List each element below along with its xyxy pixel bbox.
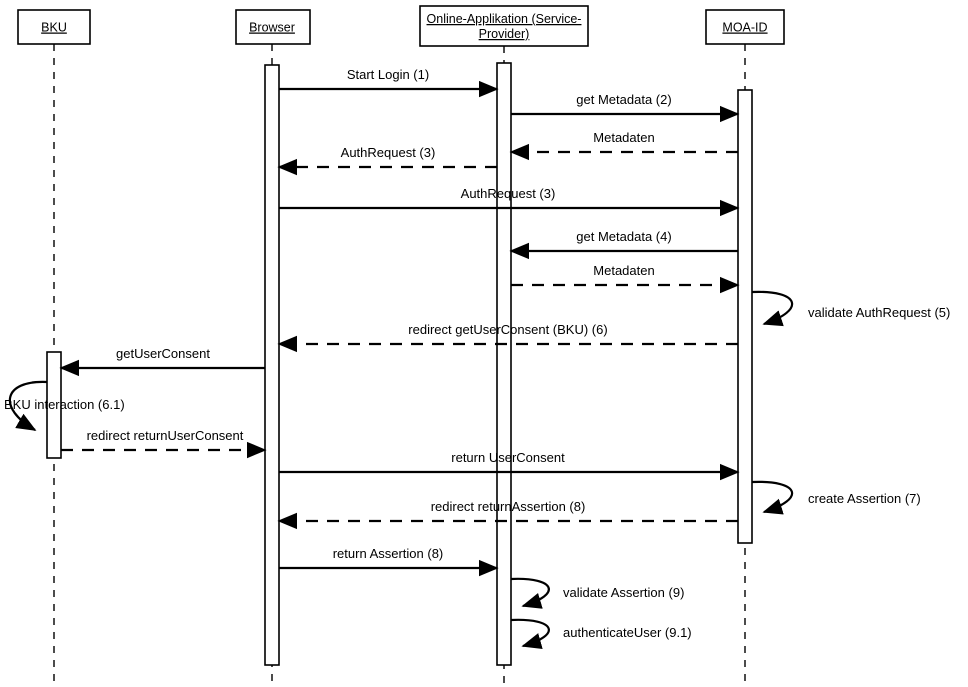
message-2[interactable]: get Metadata (2) [511,92,740,123]
message-6[interactable]: get Metadata (4) [509,229,738,260]
lifeline-head-moa_id[interactable] [705,9,785,45]
message-label-7: Metadaten [593,263,654,278]
message-label-12: redirect returnAssertion (8) [431,499,586,514]
lifeline-moa_id[interactable]: MOA-ID [705,9,785,685]
message-1[interactable]: Start Login (1) [279,67,499,98]
self-message-loop-2 [8,380,48,431]
self-message-5[interactable]: authenticateUser (9.1) [510,618,692,650]
self-message-loop-4 [510,577,550,609]
lifeline-label-browser: Browser [249,21,295,35]
activation-bar-moa_id[interactable] [737,89,753,544]
activation-bar-online_app[interactable] [496,62,512,666]
activation-bar-browser[interactable] [264,64,280,666]
lifeline-head-online_app[interactable] [419,5,589,47]
message-label-1: Start Login (1) [347,67,429,82]
self-message-1[interactable]: validate AuthRequest (5) [751,290,950,327]
self-message-loop-5 [510,618,550,650]
message-10[interactable]: redirect returnUserConsent [61,428,267,459]
self-message-label-3: create Assertion (7) [808,491,921,506]
messages-layer: Start Login (1) get Metadata (2) Metadaten… [59,67,740,577]
self-messages-layer: validate AuthRequest (5) BKU interaction … [4,290,950,650]
lifeline-label-moa_id: MOA-ID [722,21,767,35]
lifeline-label-online_app: Provider) [479,27,530,41]
activation-bar-bku[interactable] [46,351,62,459]
self-message-4[interactable]: validate Assertion (9) [510,577,684,609]
message-3[interactable]: Metadaten [509,130,738,161]
message-label-2: get Metadata (2) [576,92,671,107]
self-message-label-4: validate Assertion (9) [563,585,684,600]
message-7[interactable]: Metadaten [511,263,740,294]
lifeline-head-browser[interactable] [235,9,311,45]
message-label-3: Metadaten [593,130,654,145]
self-message-loop-1 [751,290,794,327]
self-message-2[interactable]: BKU interaction (6.1) [4,380,125,431]
message-label-9: getUserConsent [116,346,210,361]
lifeline-bku[interactable]: BKU [17,9,91,685]
self-message-3[interactable]: create Assertion (7) [751,480,921,515]
message-11[interactable]: return UserConsent [279,450,740,481]
message-label-4: AuthRequest (3) [341,145,436,160]
message-9[interactable]: getUserConsent [59,346,265,377]
self-message-label-2: BKU interaction (6.1) [4,397,125,412]
message-8[interactable]: redirect getUserConsent (BKU) (6) [277,322,738,353]
message-label-11: return UserConsent [451,450,565,465]
message-label-8: redirect getUserConsent (BKU) (6) [408,322,607,337]
message-4[interactable]: AuthRequest (3) [277,145,497,176]
message-13[interactable]: return Assertion (8) [279,546,499,577]
message-label-5: AuthRequest (3) [461,186,556,201]
message-label-13: return Assertion (8) [333,546,444,561]
lifeline-head-bku[interactable] [17,9,91,45]
message-12[interactable]: redirect returnAssertion (8) [277,499,738,530]
self-message-loop-3 [751,480,794,515]
lifeline-label-bku: BKU [41,21,67,35]
message-label-6: get Metadata (4) [576,229,671,244]
message-label-10: redirect returnUserConsent [87,428,244,443]
message-5[interactable]: AuthRequest (3) [279,186,740,217]
activations-layer [46,62,753,666]
lifeline-label-online_app: Online-Applikation (Service- [427,12,582,26]
self-message-label-5: authenticateUser (9.1) [563,625,692,640]
self-message-label-1: validate AuthRequest (5) [808,305,950,320]
